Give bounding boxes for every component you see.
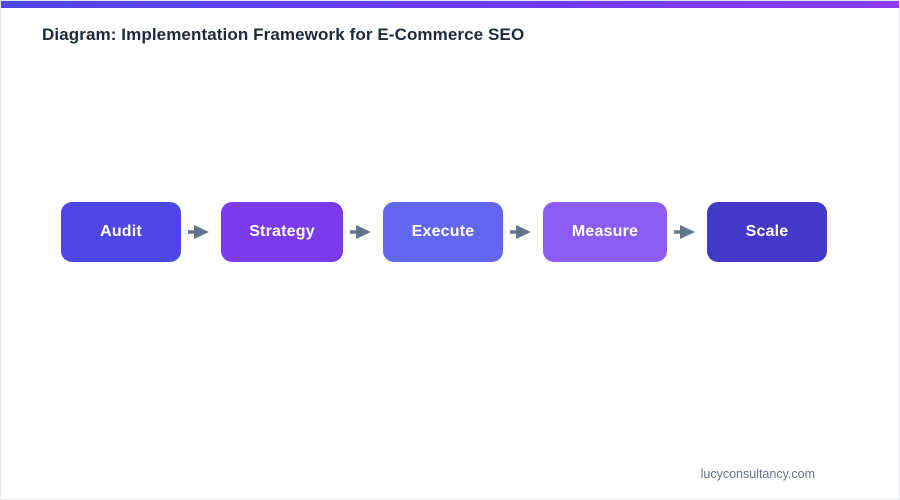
flow-node-label: Scale	[745, 223, 789, 240]
flow-node-label: Measure	[571, 223, 639, 240]
flow-node-audit[interactable]: Audit	[61, 202, 181, 262]
flow-node-label: Audit	[100, 223, 142, 240]
arrow-right-icon	[181, 202, 221, 262]
top-accent-bar	[1, 1, 899, 8]
process-flow-diagram: Audit Strategy Execute Measure Scale	[61, 202, 827, 262]
flow-node-scale[interactable]: Scale	[707, 202, 827, 262]
footer-url: lucyconsultancy.com	[700, 467, 815, 481]
arrow-right-icon	[667, 202, 707, 262]
flow-node-strategy[interactable]: Strategy	[221, 202, 343, 262]
flow-node-execute[interactable]: Execute	[383, 202, 503, 262]
arrow-right-icon	[503, 202, 543, 262]
flow-node-measure[interactable]: Measure	[543, 202, 667, 262]
page-title: Diagram: Implementation Framework for E-…	[42, 25, 525, 44]
flow-node-label: Execute	[411, 223, 475, 240]
flow-node-label: Strategy	[249, 223, 315, 240]
arrow-right-icon	[343, 202, 383, 262]
